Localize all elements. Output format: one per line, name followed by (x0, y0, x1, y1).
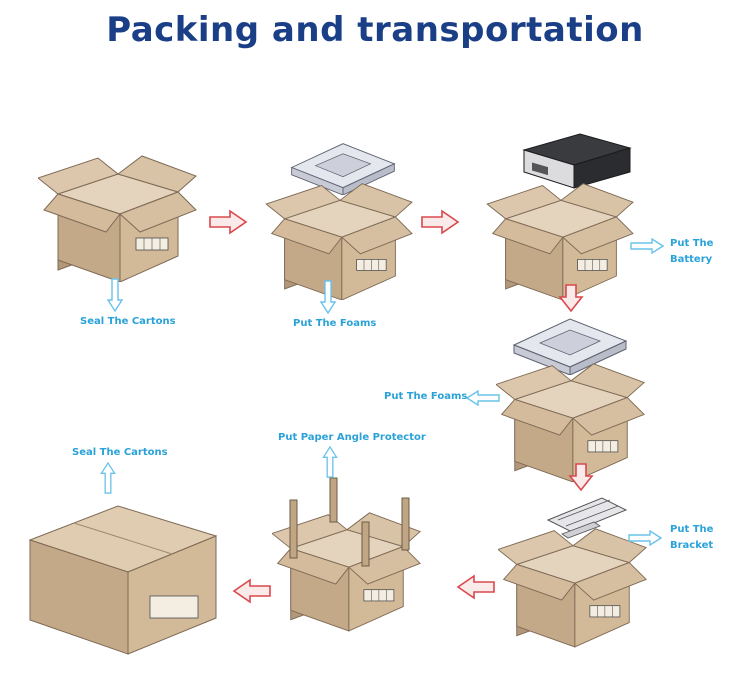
red-arrow-left-2 (233, 579, 271, 603)
label-seal-cartons-1: Seal The Cartons (80, 316, 176, 327)
bracket-part (546, 497, 628, 539)
label-put-foams-2: Put The Foams (384, 391, 468, 402)
blue-arrow-left-4 (466, 390, 500, 406)
battery-unit (522, 133, 632, 189)
foam-insert-1 (291, 143, 395, 195)
label-put-battery-line1: Put The (670, 238, 714, 249)
red-arrow-right-1 (209, 210, 247, 234)
page-title: Packing and transportation (106, 10, 644, 50)
open-carton-3 (486, 183, 634, 300)
blue-arrow-up-6 (322, 446, 338, 478)
open-carton-1 (38, 155, 197, 282)
label-put-bracket-line1: Put The (670, 524, 714, 535)
paper-angle-protectors (289, 477, 410, 567)
label-put-foams-1: Put The Foams (293, 318, 377, 329)
label-seal-cartons-2: Seal The Cartons (72, 447, 168, 458)
sealed-carton (28, 505, 218, 655)
red-arrow-left-1 (457, 575, 495, 599)
label-put-bracket-line2: Bracket (670, 540, 714, 551)
open-carton-2 (265, 183, 413, 300)
foam-insert-2 (513, 318, 627, 375)
label-paper-angle-protector: Put Paper Angle Protector (278, 432, 426, 443)
blue-arrow-down-1 (107, 278, 123, 312)
red-arrow-right-2 (421, 210, 459, 234)
open-carton-5 (498, 528, 647, 648)
label-put-battery-line2: Battery (670, 254, 713, 265)
blue-arrow-right-3 (630, 238, 664, 254)
blue-arrow-up-7 (100, 462, 116, 494)
open-carton-4 (496, 363, 645, 482)
